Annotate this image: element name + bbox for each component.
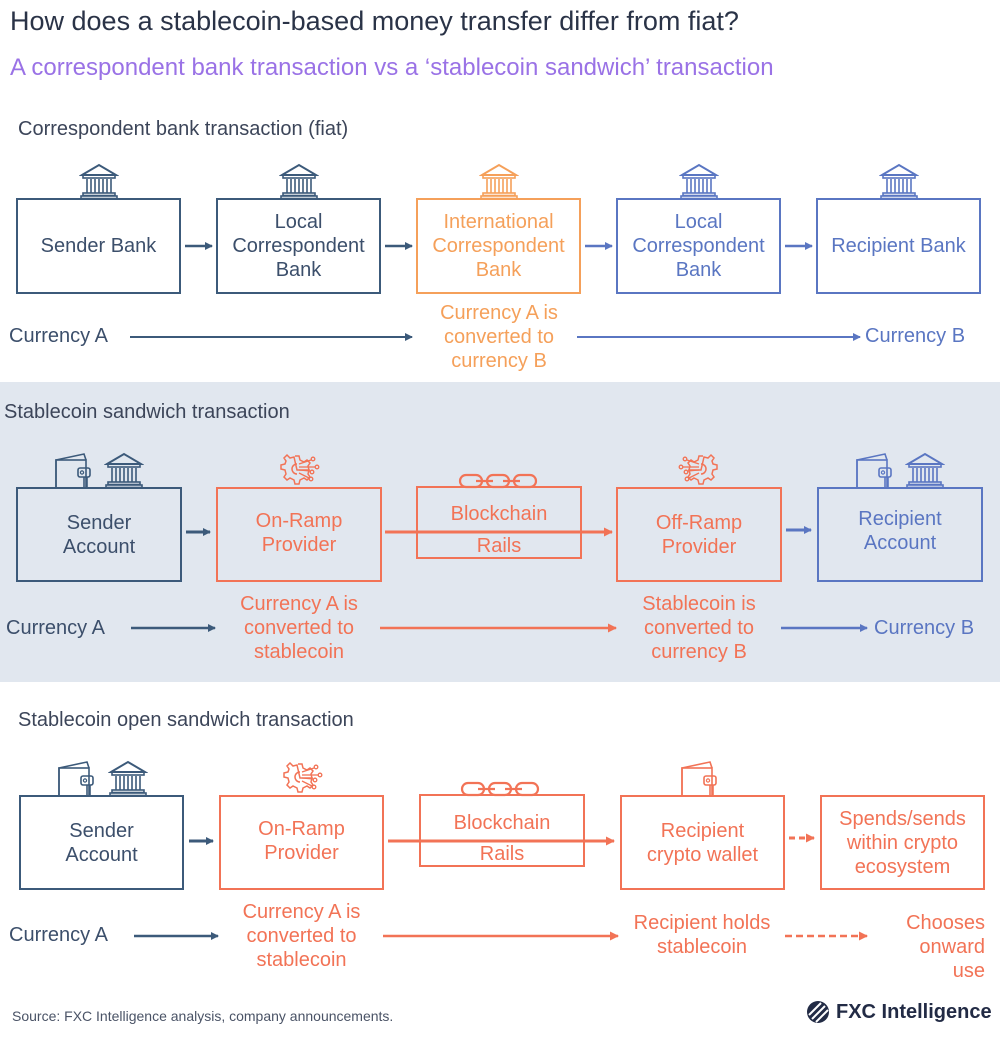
bank-icon xyxy=(105,453,143,488)
bank-icon xyxy=(480,164,518,199)
section-title-open-sandwich: Stablecoin open sandwich transaction xyxy=(18,709,354,731)
flow-start-currency-a: Currency A xyxy=(9,325,108,347)
rails-label: Rails xyxy=(476,535,522,557)
node-blockchain-rails xyxy=(416,486,582,559)
flow-end-currency-b: Currency B xyxy=(865,325,966,347)
brand-logo: FXC Intelligence xyxy=(806,1000,992,1024)
section-title-sandwich: Stablecoin sandwich transaction xyxy=(4,401,290,423)
node-spends-within-crypto-ecosystem: Spends/sends within crypto ecosystem xyxy=(820,795,985,890)
bank-icon xyxy=(906,453,944,488)
node-recipient-bank: Recipient Bank xyxy=(816,198,981,294)
node-international-correspondent-bank: International Correspondent Bank xyxy=(416,198,581,294)
wallet-icon xyxy=(58,761,94,796)
wallet-icon xyxy=(681,761,717,796)
flow-onramp-note: Currency A is converted to stablecoin xyxy=(242,901,361,971)
bank-icon xyxy=(880,164,918,199)
wallet-icon xyxy=(856,453,892,488)
node-local-correspondent-bank-recipient: Local Correspondent Bank xyxy=(616,198,781,294)
node-sender-account: Sender Account xyxy=(19,795,184,890)
node-recipient-crypto-wallet: Recipient crypto wallet xyxy=(620,795,785,890)
gear-circuit-icon xyxy=(283,762,323,793)
flow-end-currency-b: Currency B xyxy=(874,617,975,639)
bank-icon xyxy=(80,164,118,199)
node-on-ramp-provider: On-Ramp Provider xyxy=(216,487,382,582)
gear-circuit-icon xyxy=(280,454,320,485)
flow-start-currency-a: Currency A xyxy=(6,617,105,639)
node-recipient-account: Recipient Account xyxy=(817,487,983,582)
bank-icon xyxy=(280,164,318,199)
chart-title: How does a stablecoin-based money transf… xyxy=(10,6,739,36)
flow-onramp-note: Currency A is converted to stablecoin xyxy=(240,593,358,663)
flow-conversion-note: Currency A is converted to currency B xyxy=(440,302,558,372)
bank-icon xyxy=(109,761,147,796)
rails-label: Rails xyxy=(479,843,525,865)
node-local-correspondent-bank: Local Correspondent Bank xyxy=(216,198,381,294)
brand-name: FXC Intelligence xyxy=(836,1000,992,1023)
bank-icon xyxy=(680,164,718,199)
chart-subtitle: A correspondent bank transaction vs a ‘s… xyxy=(10,54,774,81)
source-note: Source: FXC Intelligence analysis, compa… xyxy=(12,1008,394,1024)
flow-onward-use-note: Chooses onward use xyxy=(906,912,985,982)
flow-start-currency-a: Currency A xyxy=(9,924,108,946)
node-blockchain-rails xyxy=(419,794,585,867)
flow-recipient-holds-note: Recipient holds stablecoin xyxy=(633,912,771,958)
gear-circuit-icon xyxy=(678,454,718,485)
node-on-ramp-provider: On-Ramp Provider xyxy=(219,795,384,890)
flow-offramp-note: Stablecoin is converted to currency B xyxy=(642,593,756,663)
fxc-logo-icon xyxy=(807,1001,829,1023)
section-title-correspondent: Correspondent bank transaction (fiat) xyxy=(18,118,349,140)
node-sender-account: Sender Account xyxy=(16,487,182,582)
node-sender-bank: Sender Bank xyxy=(16,198,181,294)
blockchain-label: Blockchain xyxy=(450,503,548,525)
node-off-ramp-provider: Off-Ramp Provider xyxy=(616,487,782,582)
blockchain-label: Blockchain xyxy=(453,812,551,834)
wallet-icon xyxy=(55,453,91,488)
